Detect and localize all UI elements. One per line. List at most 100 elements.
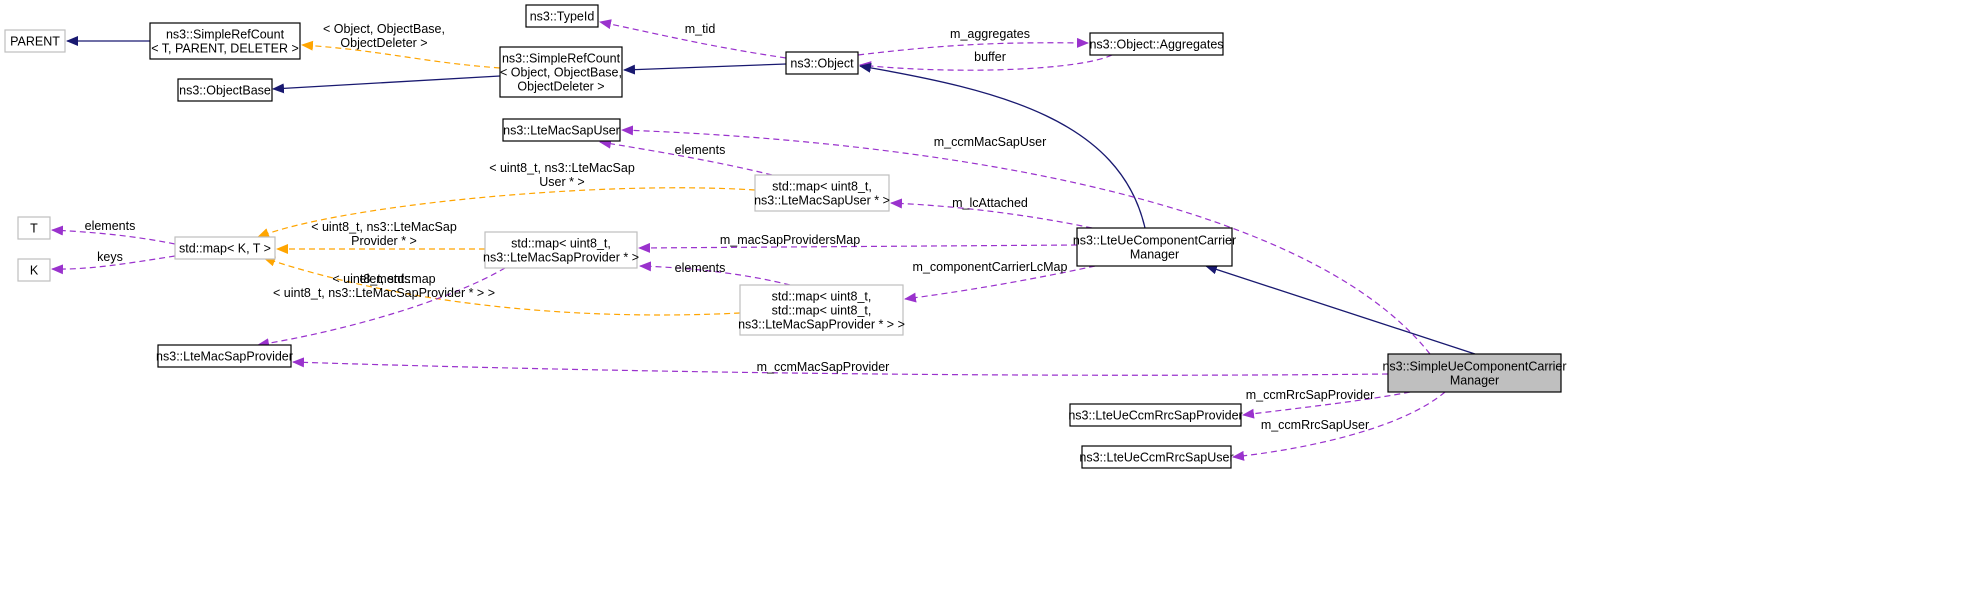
class-node-box[interactable] (177, 78, 273, 102)
class-node-map_kt[interactable]: std::map< K, T > (174, 236, 276, 260)
class-node-ltemacsapuser[interactable]: ns3::LteMacSapUser (502, 118, 621, 142)
edge-label-e20: m_ccmMacSapUser (934, 135, 1047, 149)
class-node-label-line: T (30, 222, 38, 236)
class-node-label-line: ns3::LteUeComponentCarrier (1073, 234, 1236, 248)
class-node-map_provider[interactable]: std::map< uint8_t,ns3::LteMacSapProvider… (483, 231, 639, 269)
class-node-label-line: Manager (1450, 374, 1499, 388)
class-node-box[interactable] (17, 216, 51, 240)
class-node-label-line: ns3::LteMacSapUser * > (754, 194, 890, 208)
class-node-box[interactable] (149, 22, 301, 60)
class-node-box[interactable] (1069, 403, 1242, 427)
class-node-label-line: std::map< K, T > (179, 242, 271, 256)
edge-label-line: < uint8_t, ns3::LteMacSap (311, 220, 457, 234)
class-node-box[interactable] (1081, 445, 1232, 469)
class-node-t[interactable]: T (17, 216, 51, 240)
class-node-label: std::map< K, T > (179, 242, 271, 256)
class-node-label: ns3::SimpleRefCount< Object, ObjectBase,… (500, 52, 622, 94)
edge-label-line: m_componentCarrierLcMap (913, 260, 1068, 274)
class-node-simplerefcount_t[interactable]: ns3::SimpleRefCount< T, PARENT, DELETER … (149, 22, 301, 60)
edge-label-line: m_tid (685, 22, 716, 36)
class-node-label-line: < Object, ObjectBase, (500, 66, 622, 80)
class-node-label: std::map< uint8_t,ns3::LteMacSapProvider… (483, 237, 639, 265)
class-node-label-line: ns3::LteMacSapUser (503, 124, 620, 138)
edge-label-e6: m_aggregates (950, 27, 1030, 41)
class-node-label: std::map< uint8_t,ns3::LteMacSapUser * > (754, 180, 890, 208)
class-node-label: ns3::LteMacSapUser (503, 124, 620, 138)
edge-label-e14: < uint8_t, std::map< uint8_t, ns3::LteMa… (273, 272, 495, 300)
edge-label-line: elements (675, 261, 726, 275)
class-node-box[interactable] (1076, 227, 1233, 267)
class-node-box[interactable] (484, 231, 638, 269)
class-node-box[interactable] (499, 46, 623, 98)
class-node-label: ns3::TypeId (530, 10, 595, 24)
edge-label-e7: buffer (974, 50, 1006, 64)
class-node-label-line: ns3::LteMacSapProvider * > (483, 251, 639, 265)
edge-map_provider-to-ltemacsapprovider (257, 267, 506, 349)
edge-simpleue-to-ltemacsapuser (621, 125, 1431, 355)
edge-label-e5: m_tid (685, 22, 716, 36)
class-node-label-line: std::map< uint8_t, (772, 180, 872, 194)
class-node-map_map[interactable]: std::map< uint8_t,std::map< uint8_t,ns3:… (738, 284, 905, 336)
class-node-label: PARENT (10, 35, 60, 49)
edge-simplerefcount_obj-to-simplerefcount_t (301, 40, 501, 69)
class-node-box[interactable] (174, 236, 276, 260)
class-node-label-line: ns3::SimpleRefCount (502, 52, 621, 66)
class-node-aggregates[interactable]: ns3::Object::Aggregates (1089, 32, 1224, 56)
class-node-box[interactable] (4, 29, 66, 53)
class-node-box[interactable] (502, 118, 621, 142)
edge-label-e9: elements (675, 143, 726, 157)
class-node-box[interactable] (525, 4, 599, 28)
edge-label-line: < Object, ObjectBase, (323, 22, 445, 36)
class-node-typeid[interactable]: ns3::TypeId (525, 4, 599, 28)
class-node-label-line: std::map< uint8_t, (511, 237, 611, 251)
class-node-parent[interactable]: PARENT (4, 29, 66, 53)
class-node-box[interactable] (739, 284, 904, 336)
edge-map_kt-to-t (51, 225, 176, 245)
edge-lteuecomponent-to-map_user (890, 198, 1093, 229)
class-node-label-line: ns3::ObjectBase (179, 84, 271, 98)
class-node-object[interactable]: ns3::Object (785, 51, 859, 75)
class-node-label-line: ns3::LteUeCcmRrcSapUser (1079, 451, 1233, 465)
class-node-ltemacsapprovider[interactable]: ns3::LteMacSapProvider (156, 344, 293, 368)
edge-label-line: Provider * > (351, 234, 417, 248)
class-node-box[interactable] (754, 174, 890, 212)
edge-label-e16: elements (675, 261, 726, 275)
edge-map_kt-to-k (51, 255, 176, 275)
class-node-label: ns3::LteUeCcmRrcSapUser (1079, 451, 1233, 465)
edge-label-line: m_ccmRrcSapProvider (1246, 388, 1375, 402)
edge-label-e12: keys (97, 250, 123, 264)
edge-label-e19: m_componentCarrierLcMap (913, 260, 1068, 274)
class-node-simplerefcount_obj[interactable]: ns3::SimpleRefCount< Object, ObjectBase,… (499, 46, 623, 98)
class-node-k[interactable]: K (17, 258, 51, 282)
class-node-box[interactable] (785, 51, 859, 75)
class-node-box[interactable] (1089, 32, 1224, 56)
edge-label-line: m_ccmMacSapUser (934, 135, 1047, 149)
class-node-map_user[interactable]: std::map< uint8_t,ns3::LteMacSapUser * > (754, 174, 890, 212)
edge-label-e23: m_ccmRrcSapProvider (1246, 388, 1375, 402)
class-node-label-line: ns3::LteMacSapProvider * > > (738, 318, 905, 332)
edge-simplerefcount_obj-to-objectbase (272, 75, 501, 94)
class-node-box[interactable] (157, 344, 292, 368)
class-node-label-line: < T, PARENT, DELETER > (151, 42, 299, 56)
edge-label-line: buffer (974, 50, 1006, 64)
class-node-label-line: std::map< uint8_t, (772, 290, 872, 304)
edge-labels-layer: < Object, ObjectBase,ObjectDeleter >m_ti… (85, 22, 1375, 432)
edge-label-line: ObjectDeleter > (340, 36, 427, 50)
class-node-rrcprovider[interactable]: ns3::LteUeCcmRrcSapProvider (1068, 403, 1243, 427)
class-node-objectbase[interactable]: ns3::ObjectBase (177, 78, 273, 102)
class-node-box[interactable] (17, 258, 51, 282)
edge-lteuecomponent-to-object (859, 62, 1146, 229)
edges-layer (51, 19, 1476, 461)
class-node-box[interactable] (1387, 353, 1562, 393)
class-node-label: K (30, 264, 39, 278)
class-node-label-line: PARENT (10, 35, 60, 49)
edge-object-to-typeid (599, 19, 787, 59)
class-node-label-line: ns3::SimpleUeComponentCarrier (1382, 360, 1566, 374)
class-node-rrcuser[interactable]: ns3::LteUeCcmRrcSapUser (1079, 445, 1234, 469)
edge-label-line: keys (97, 250, 123, 264)
